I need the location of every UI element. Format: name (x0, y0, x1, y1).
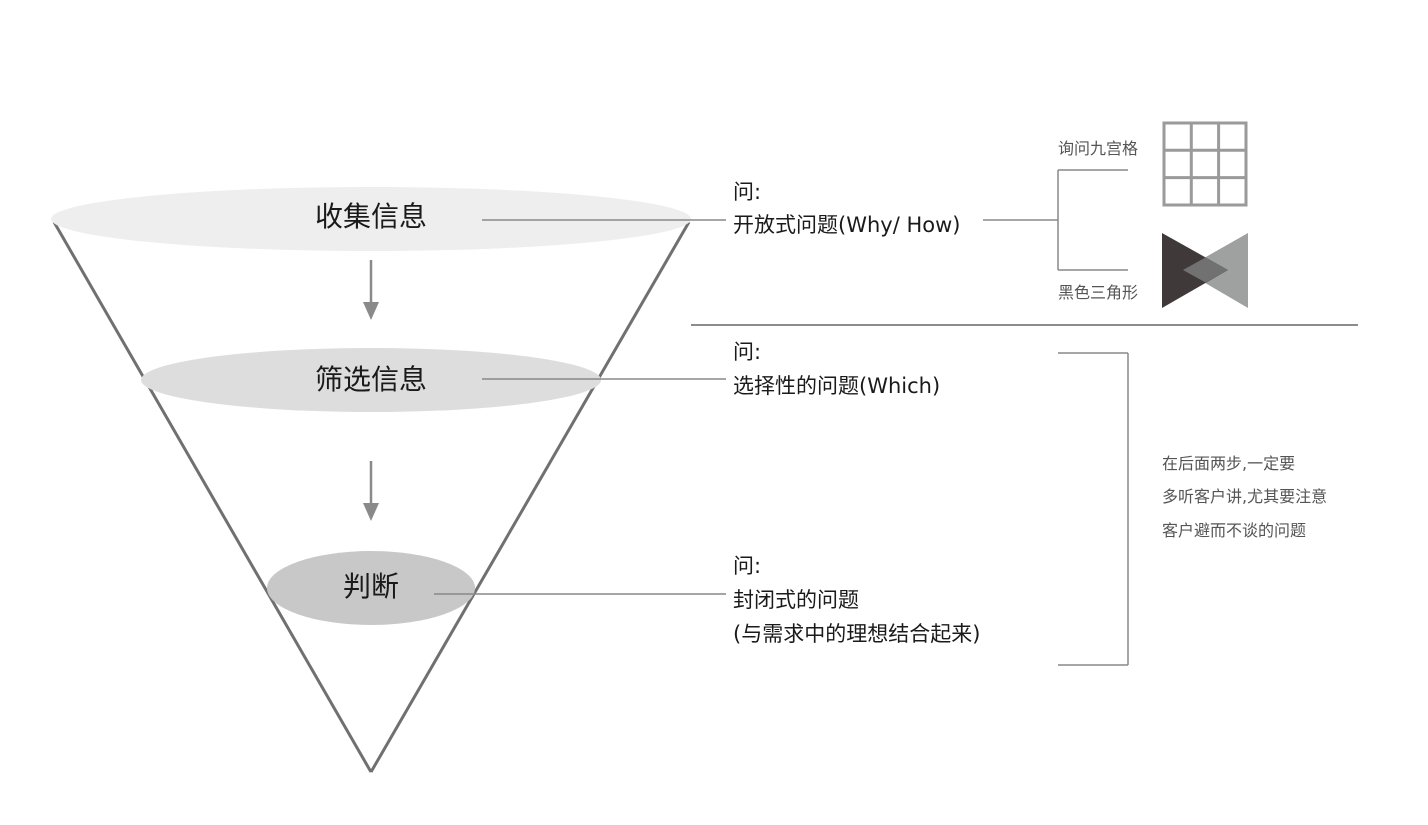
stage-3-label: 判断 (343, 570, 399, 603)
stage-2-label: 筛选信息 (315, 363, 427, 396)
question-2-text: 选择性的问题(Which) (733, 374, 940, 398)
stage-1-label: 收集信息 (315, 200, 427, 233)
note-line-1: 在后面两步,一定要 (1162, 454, 1295, 473)
funnel-outline (52, 221, 691, 773)
question-3-text: 封闭式的问题 (733, 588, 859, 612)
stage-2-ellipse (141, 348, 601, 412)
black-triangles-icon (1162, 233, 1248, 308)
stage-1-ellipse (51, 187, 691, 251)
funnel-right-edge (369, 221, 691, 773)
note-line-3: 客户避而不谈的问题 (1162, 521, 1306, 540)
question-3-text-line2: (与需求中的理想结合起来) (733, 622, 980, 646)
question-1-text: 开放式问题(Why/ How) (733, 213, 960, 237)
note-bracket (1058, 352, 1129, 666)
question-1-prefix: 问: (733, 180, 761, 204)
method-branch-bracket (983, 169, 1128, 271)
question-3-prefix: 问: (733, 554, 761, 578)
funnel-left-edge (52, 221, 373, 773)
method-triangles-label: 黑色三角形 (1058, 283, 1138, 302)
nine-grid-icon (1162, 121, 1248, 207)
stage-3-ellipse (267, 551, 475, 625)
arrow-down-icon (363, 461, 379, 521)
method-grid-label: 询问九宫格 (1058, 139, 1138, 158)
note-line-2: 多听客户讲,尤其要注意 (1162, 487, 1327, 506)
arrow-down-icon (363, 260, 379, 320)
question-2-prefix: 问: (733, 340, 761, 364)
